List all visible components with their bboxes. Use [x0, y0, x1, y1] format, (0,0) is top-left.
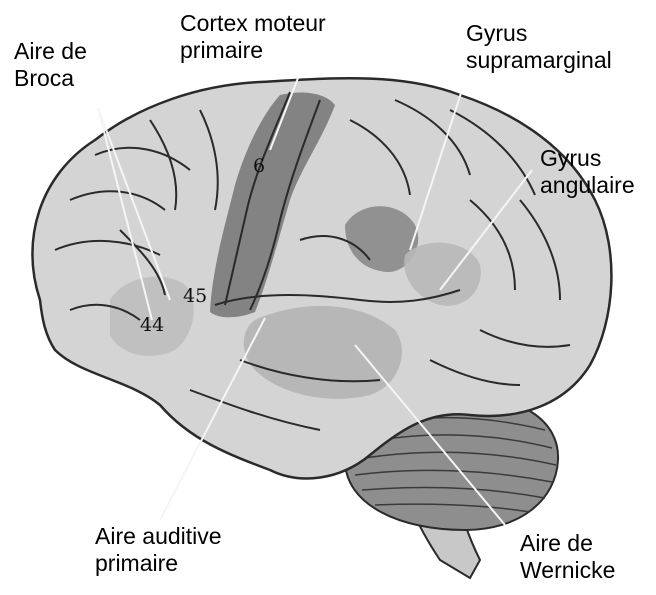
label-angular-line2: angulaire	[540, 172, 635, 199]
label-wernicke-line1: Aire de	[520, 530, 615, 557]
label-motor-cortex: Cortex moteur primaire	[180, 10, 326, 64]
label-broca-line2: Broca	[14, 65, 87, 92]
label-wernicke: Aire de Wernicke	[520, 530, 615, 584]
label-auditory-line1: Aire auditive	[95, 523, 222, 550]
label-broca-line1: Aire de	[14, 38, 87, 65]
area-number-44: 44	[140, 314, 164, 336]
label-motor-cortex-line2: primaire	[180, 37, 326, 64]
area-number-45: 45	[183, 285, 207, 307]
label-wernicke-line2: Wernicke	[520, 557, 615, 584]
label-supramarginal: Gyrus supramarginal	[466, 20, 612, 74]
label-broca: Aire de Broca	[14, 38, 87, 92]
label-auditory-line2: primaire	[95, 550, 222, 577]
label-angular: Gyrus angulaire	[540, 145, 635, 199]
label-angular-line1: Gyrus	[540, 145, 635, 172]
label-motor-cortex-line1: Cortex moteur	[180, 10, 326, 37]
label-auditory: Aire auditive primaire	[95, 523, 222, 577]
label-supramarginal-line2: supramarginal	[466, 47, 612, 74]
label-supramarginal-line1: Gyrus	[466, 20, 612, 47]
area-number-6: 6	[253, 155, 265, 177]
